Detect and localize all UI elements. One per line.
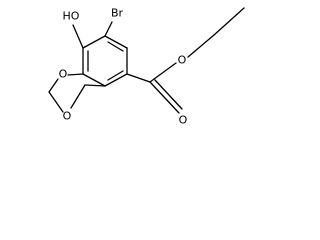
bond-ring-top (82, 35, 106, 49)
molecule-structure: HO Br O O O O (48, 7, 245, 127)
bond-c-o-upper (67, 73, 84, 76)
bonds (48, 7, 245, 114)
ring-oxygen-upper-label: O (59, 68, 68, 81)
atom-labels: HO Br O O O O (59, 7, 188, 127)
bromine-label: Br (111, 7, 124, 20)
hydroxyl-label: HO (63, 10, 80, 23)
ester-oxygen-label: O (178, 54, 187, 67)
bond-ring-carbonyl (126, 73, 151, 83)
bond-c-oh (72, 24, 84, 49)
bond-ester-o-ch2 (187, 34, 215, 58)
bond-carbonyl-ester-o (149, 62, 177, 83)
bond-o-ch2-upper (48, 78, 59, 93)
bond-c-c-fused (84, 84, 106, 87)
bond-ring-bottom-right (104, 73, 128, 87)
bond-ring-top-right (104, 35, 128, 49)
bond-ch2-o-lower (48, 91, 64, 113)
bond-carbonyl-double-a (149, 81, 180, 114)
bond-o-c-lower (70, 84, 86, 109)
bond-ring-double-1 (107, 41, 124, 52)
bond-c-br (104, 21, 113, 37)
bond-carbonyl-double-b (154, 79, 183, 110)
carbonyl-oxygen-label: O (179, 114, 188, 127)
bond-ring-bottom-left (82, 73, 106, 87)
ring-oxygen-lower-label: O (63, 110, 72, 123)
bond-ring-double-2 (107, 70, 124, 81)
bond-ch2-ch3 (213, 7, 245, 36)
